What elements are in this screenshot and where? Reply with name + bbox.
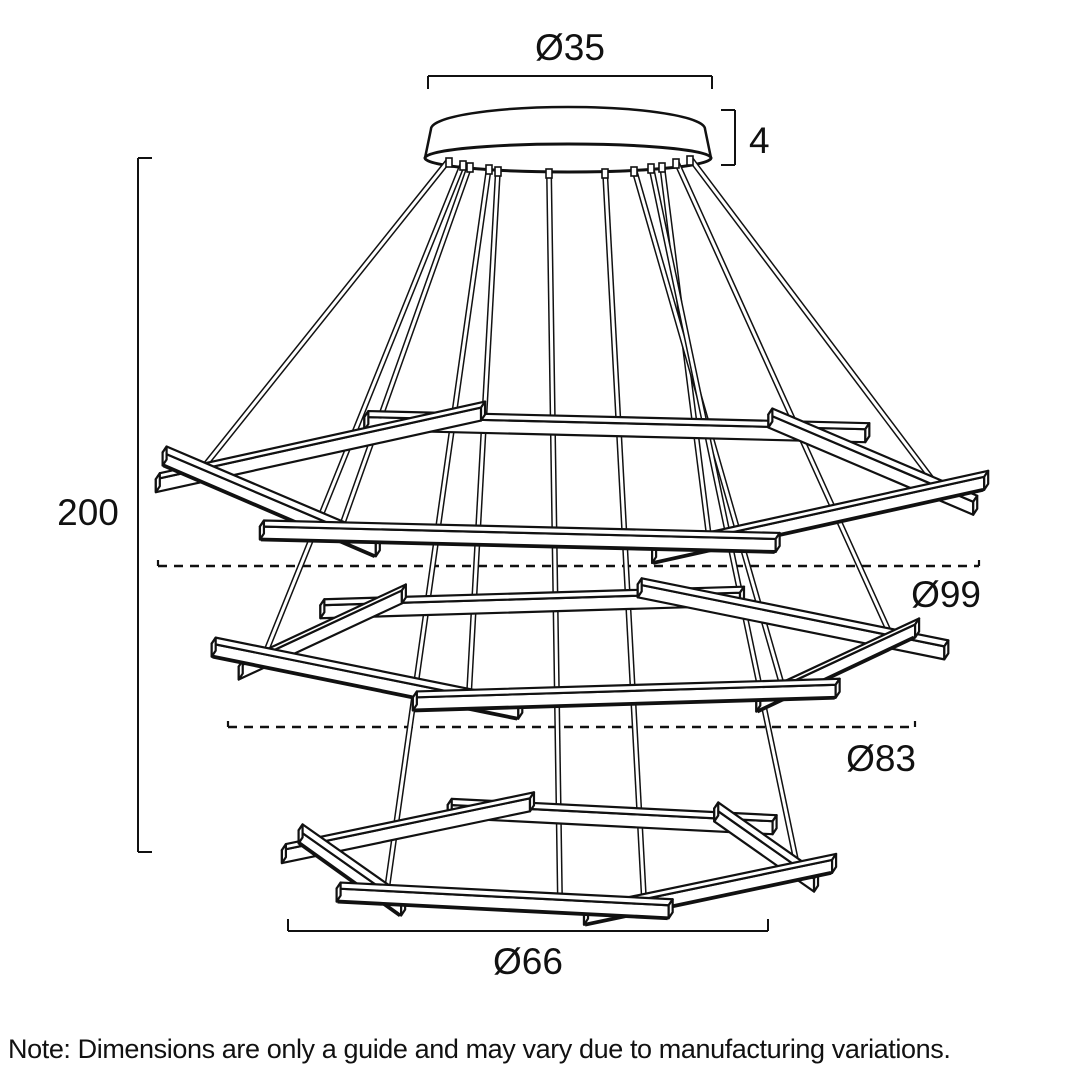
- dim-label-canopy-diameter: Ø35: [535, 27, 605, 68]
- dim-label-canopy-height: 4: [749, 120, 770, 161]
- disclaimer-note: Note: Dimensions are only a guide and ma…: [8, 1034, 951, 1064]
- dim-label-overall-height: 200: [57, 492, 119, 533]
- light-bar-tiers: [154, 400, 990, 927]
- dim-label-tier1-diameter: Ø99: [911, 574, 981, 615]
- ceiling-canopy: [423, 105, 713, 174]
- dimension-lines: [137, 75, 981, 932]
- dim-label-tier3-diameter: Ø66: [493, 941, 563, 982]
- dim-label-tier2-diameter: Ø83: [846, 738, 916, 779]
